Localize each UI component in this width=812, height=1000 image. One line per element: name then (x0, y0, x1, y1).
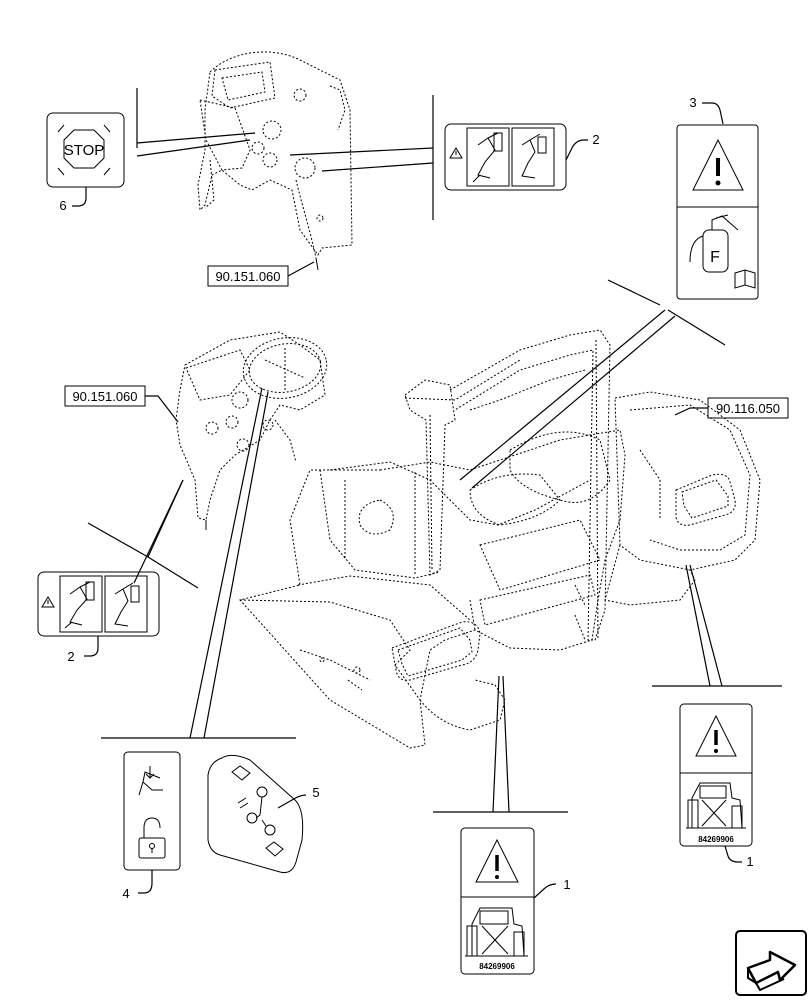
right-fender-leaders (652, 564, 782, 687)
callout-seat-warning-left: 2 (67, 636, 99, 664)
warning-triangle-icon (695, 714, 737, 757)
warning-triangle-icon (449, 147, 463, 159)
callout-number: 1 (746, 854, 753, 869)
callout-number: 3 (689, 95, 696, 110)
cab-platform-illustration (239, 429, 626, 749)
callout-number: 4 (122, 886, 129, 901)
ref-box-right-fender[interactable]: 90.116.050 (674, 397, 789, 419)
ref-code: 90.151.060 (215, 269, 280, 284)
callout-number: 6 (59, 198, 66, 213)
warning-triangle-icon (41, 596, 55, 608)
right-section-leaders (459, 279, 726, 489)
warning-triangle-icon (475, 838, 519, 883)
seat-occupant-icon-2 (521, 133, 541, 179)
upper-dashboard-illustration (197, 51, 353, 271)
callout-fender-decal-center: 1 (533, 877, 571, 899)
callout-number: 2 (592, 132, 599, 147)
callout-fender-decal-right: 1 (724, 845, 754, 869)
fender-decal-right: 84269906 (679, 703, 753, 847)
callout-shift: 5 (277, 785, 320, 809)
seat-warning-decal-top (444, 123, 567, 191)
ref-code: 90.151.060 (72, 389, 137, 404)
seat-occupant-icon (472, 132, 499, 183)
seat-lock-decal (123, 751, 181, 871)
callout-number: 2 (67, 649, 74, 664)
callout-stop-decal: 6 (59, 187, 87, 213)
cab-frame-illustration (404, 329, 611, 641)
shift-decal (207, 754, 304, 873)
seat-occupant-icon-2 (114, 582, 134, 627)
center-fender-leaders (433, 675, 568, 813)
navigation-arrow-icon[interactable] (735, 930, 807, 996)
manual-book-icon (734, 269, 756, 289)
tractor-rollover-icon (465, 907, 528, 957)
callout-seat-lock: 4 (122, 870, 153, 901)
warning-triangle-icon (692, 138, 744, 191)
ref-box-left-dash[interactable]: 90.151.060 (64, 385, 179, 423)
right-fender-illustration (604, 391, 761, 606)
ref-box-upper-dash[interactable]: 90.151.060 (207, 261, 315, 287)
stop-sign-icon: STOP (57, 124, 111, 176)
part-number: 84269906 (698, 835, 734, 844)
gear-shift-pattern-icon (231, 765, 284, 857)
part-number: 84269906 (479, 962, 515, 971)
warning-extinguisher-decal: F (676, 124, 759, 300)
ref-code: 90.116.050 (716, 401, 780, 416)
callout-number: 5 (312, 785, 319, 800)
stop-decal: STOP (46, 112, 125, 188)
upper-section-bracket (136, 88, 434, 220)
stop-text: STOP (64, 142, 105, 159)
seat-lock-icon (138, 766, 166, 859)
extinguisher-letter: F (710, 249, 720, 266)
callout-warning-extinguisher: 3 (689, 95, 724, 125)
fire-extinguisher-icon: F (689, 214, 739, 273)
callout-seat-warning-top: 2 (565, 132, 600, 161)
left-dashboard-illustration (175, 331, 328, 530)
tractor-rollover-icon (686, 782, 746, 829)
seat-occupant-icon (64, 581, 91, 629)
fender-decal-center: 84269906 (460, 827, 535, 975)
callout-number: 1 (563, 877, 570, 892)
seat-warning-decal-left (37, 571, 160, 637)
left-dash-leaders (87, 387, 296, 739)
